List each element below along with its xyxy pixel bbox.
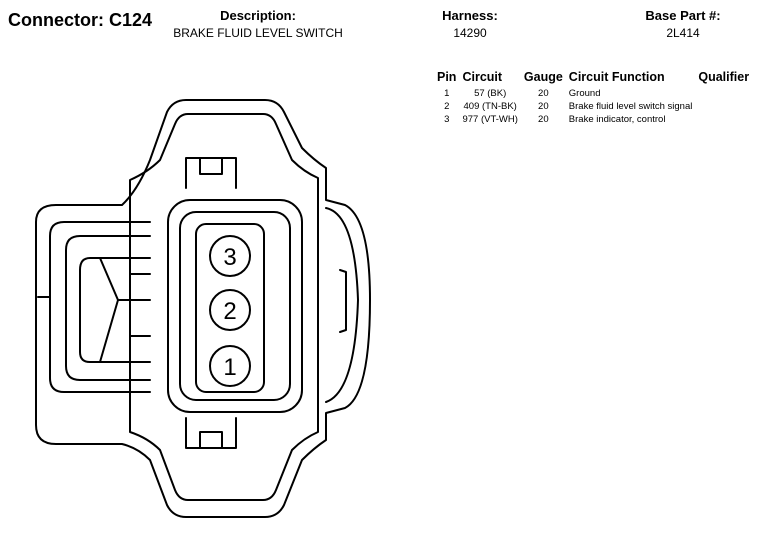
pin-2-label: 2: [223, 298, 236, 325]
pin-number: 3: [444, 114, 450, 125]
gauge-value: 20: [538, 101, 549, 112]
connector-top-latch: [185, 157, 237, 189]
gauge-value: 20: [538, 114, 549, 125]
circuit-function-value: Brake indicator, control: [568, 114, 666, 125]
pin-3-circle: [209, 235, 251, 277]
base-part-block: Base Part #: 2L414: [628, 8, 738, 40]
header-circuit: Circuit: [462, 70, 503, 84]
description-label: Description:: [220, 8, 296, 23]
base-part-label: Base Part #:: [645, 8, 721, 23]
connector-side-ridge: [325, 207, 359, 403]
harness-label: Harness:: [442, 8, 498, 23]
circuit-value: 409 (TN-BK): [463, 101, 517, 112]
connector-bottom-latch: [185, 417, 237, 449]
circuit-function-value: Ground: [568, 88, 601, 99]
connector-lock-tab-wedge: [99, 257, 151, 363]
header-gauge: Gauge: [523, 70, 563, 84]
header-circuit-function: Circuit Function: [568, 70, 665, 84]
circuit-function-value: Brake fluid level switch signal: [568, 101, 693, 112]
connector-lock-tab-mid: [65, 235, 151, 381]
header-pin: Pin: [437, 70, 457, 84]
connector-title: Connector: C124: [8, 10, 153, 30]
pins-group: 3 2 1: [209, 235, 251, 387]
base-part-value: 2L414: [666, 26, 700, 40]
harness-block: Harness: 14290: [420, 8, 520, 40]
table-row: 1 57 (BK) 20 Ground: [434, 87, 752, 100]
connector-side-ridge-inner: [339, 269, 347, 333]
pin-cavity-core: [195, 223, 265, 393]
pin-cavity-inner: [179, 211, 291, 401]
pin-cavity-outer: [167, 199, 303, 413]
connector-lock-tab-inner: [79, 257, 151, 363]
circuit-value: 977 (VT-WH): [462, 114, 518, 125]
circuit-value: 57 (BK): [474, 88, 507, 99]
description-block: Description: BRAKE FLUID LEVEL SWITCH: [160, 8, 356, 40]
description-value: BRAKE FLUID LEVEL SWITCH: [173, 26, 343, 40]
pin-2-circle: [209, 289, 251, 331]
pin-table-header-row: Pin Circuit Gauge Circuit Function Quali…: [434, 70, 752, 87]
pin-number: 2: [444, 101, 450, 112]
connector-outer-shell: [35, 99, 371, 518]
gauge-value: 20: [538, 88, 549, 99]
connector-lock-tab-outer: [49, 221, 151, 393]
pin-3-label: 3: [223, 244, 236, 271]
pin-number: 1: [444, 88, 450, 99]
table-row: 3 977 (VT-WH) 20 Brake indicator, contro…: [434, 113, 752, 126]
header-qualifier: Qualifier: [698, 70, 750, 84]
pin-1-label: 1: [223, 354, 236, 381]
table-row: 2 409 (TN-BK) 20 Brake fluid level switc…: [434, 100, 752, 113]
pin-1-circle: [209, 345, 251, 387]
pin-table: Pin Circuit Gauge Circuit Function Quali…: [434, 70, 752, 126]
harness-value: 14290: [453, 26, 487, 40]
connector-inner-shell: [129, 113, 319, 501]
